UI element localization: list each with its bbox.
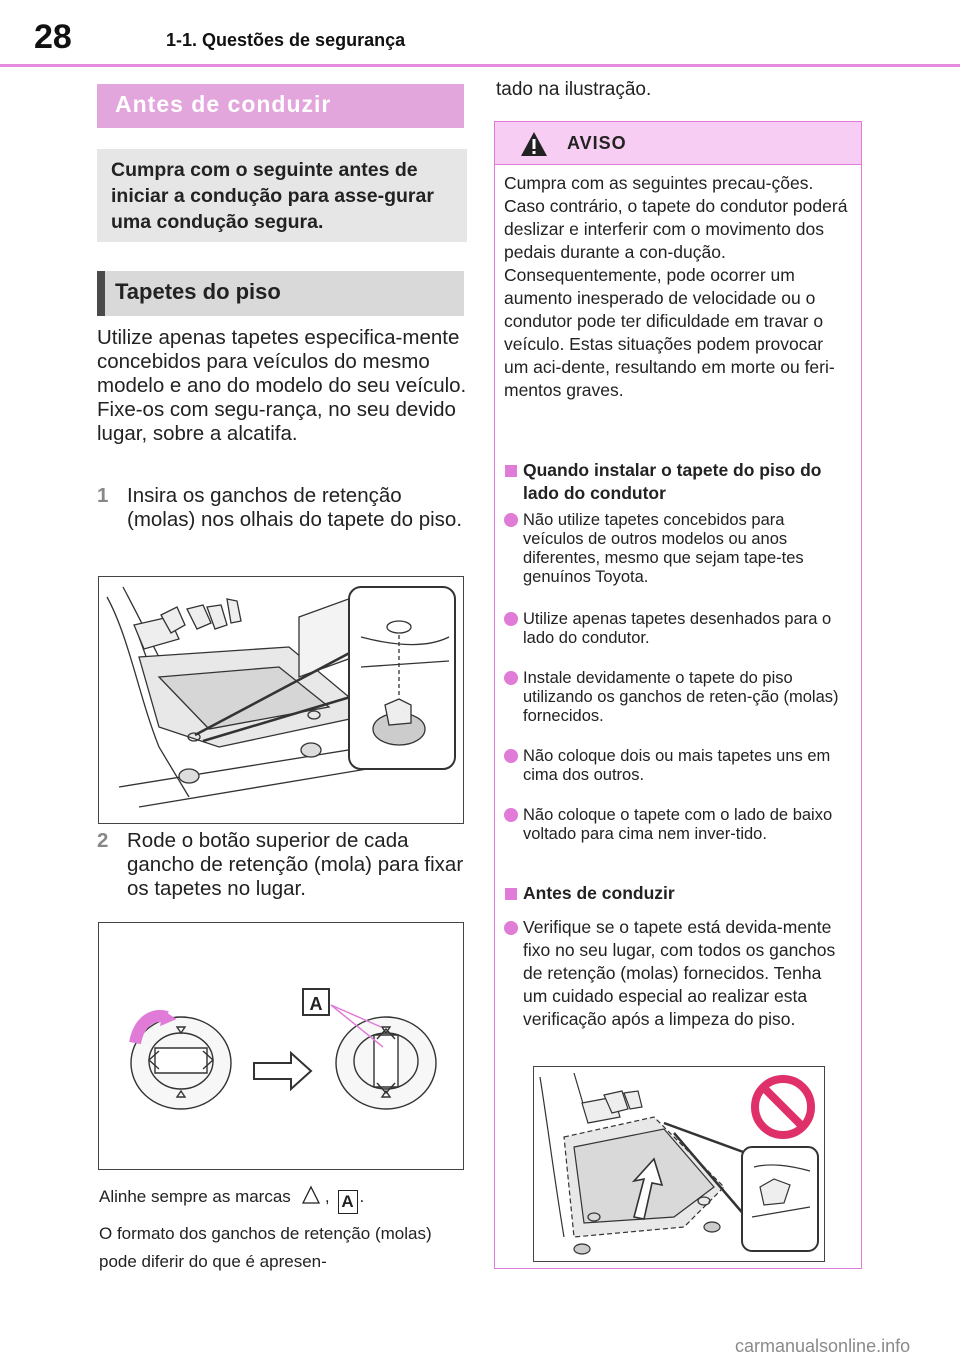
title-bar: Antes de conduzir <box>97 84 464 128</box>
continued-text: tado na ilustração. <box>496 79 652 100</box>
align-note: Alinhe sempre as marcas, A. <box>99 1183 469 1214</box>
warning-subheading-1: Quando instalar o tapete do piso do lado… <box>523 460 822 503</box>
rotate-clip-illustration: A <box>98 922 464 1170</box>
watermark: carmanualsonline.info <box>735 1336 911 1356</box>
page-title: Antes de conduzir <box>115 91 332 117</box>
square-bullet-icon <box>505 465 517 477</box>
clip-rotation-drawing: A <box>129 988 437 1110</box>
page-number: 28 <box>34 18 72 56</box>
align-note-separator: , <box>324 1187 330 1206</box>
step-text: Insira os ganchos de retenção (molas) no… <box>127 484 463 531</box>
prohibited-mat-drawing <box>539 1072 819 1255</box>
dot-bullet-icon <box>504 513 518 527</box>
prohibited-sign-icon <box>751 1075 815 1139</box>
warning-header: AVISO <box>495 122 861 165</box>
warning-box: AVISO Cumpra com as seguintes precau-çõe… <box>494 121 862 1269</box>
align-note-end: . <box>359 1187 365 1206</box>
intro-paragraph: Utilize apenas tapetes especifica-mente … <box>97 326 467 445</box>
intro-text: Cumpra com o seguinte antes de iniciar a… <box>111 159 434 233</box>
intro-box: Cumpra com o seguinte antes de iniciar a… <box>97 149 467 242</box>
step-1: 1 Insira os ganchos de retenção (molas) … <box>97 484 469 564</box>
header-rule <box>0 64 960 67</box>
warning-body: Cumpra com as seguintes precau-ções. Cas… <box>504 173 848 400</box>
align-note-text: Alinhe sempre as marcas <box>99 1187 291 1206</box>
dot-bullet-icon <box>504 921 518 935</box>
dot-bullet-icon <box>504 749 518 763</box>
step-text: Rode o botão superior de cada gancho de … <box>127 829 464 900</box>
prohibited-mat-illustration <box>533 1066 825 1262</box>
warning-bullet: Não coloque dois ou mais tapetes uns em … <box>523 747 831 784</box>
warning-bullet: Não coloque o tapete com o lado de baixo… <box>523 806 833 843</box>
warning-label: AVISO <box>567 133 627 153</box>
section-title: 1-1. Questões de segurança <box>166 30 406 50</box>
floor-mat-drawing <box>106 586 456 808</box>
warning-bullet: Instale devidamente o tapete do piso uti… <box>523 669 839 725</box>
step-number: 2 <box>97 829 109 852</box>
step-2: 2 Rode o botão superior de cada gancho d… <box>97 829 469 909</box>
dot-bullet-icon <box>504 808 518 822</box>
subtitle-bar: Tapetes do piso <box>97 271 464 316</box>
warning-bullet: Utilize apenas tapetes desenhados para o… <box>523 610 832 647</box>
subtitle-accent <box>97 271 105 316</box>
step-number: 1 <box>97 484 109 507</box>
warning-bullet: Verifique se o tapete está devida-mente … <box>523 917 836 1029</box>
floor-mat-clip-illustration <box>98 576 464 824</box>
warning-triangle-icon <box>521 132 547 156</box>
dot-bullet-icon <box>504 671 518 685</box>
square-bullet-icon <box>505 888 517 900</box>
warning-bullet: Não utilize tapetes concebidos para veíc… <box>523 511 804 586</box>
dot-bullet-icon <box>504 612 518 626</box>
shape-note: O formato dos ganchos de retenção (molas… <box>99 1224 432 1271</box>
warning-subheading-2: Antes de conduzir <box>523 883 675 903</box>
callout-label-a: A <box>310 994 323 1014</box>
subtitle-text: Tapetes do piso <box>115 279 281 304</box>
mark-a-badge: A <box>337 1190 358 1214</box>
triangle-mark-icon <box>301 1185 321 1214</box>
